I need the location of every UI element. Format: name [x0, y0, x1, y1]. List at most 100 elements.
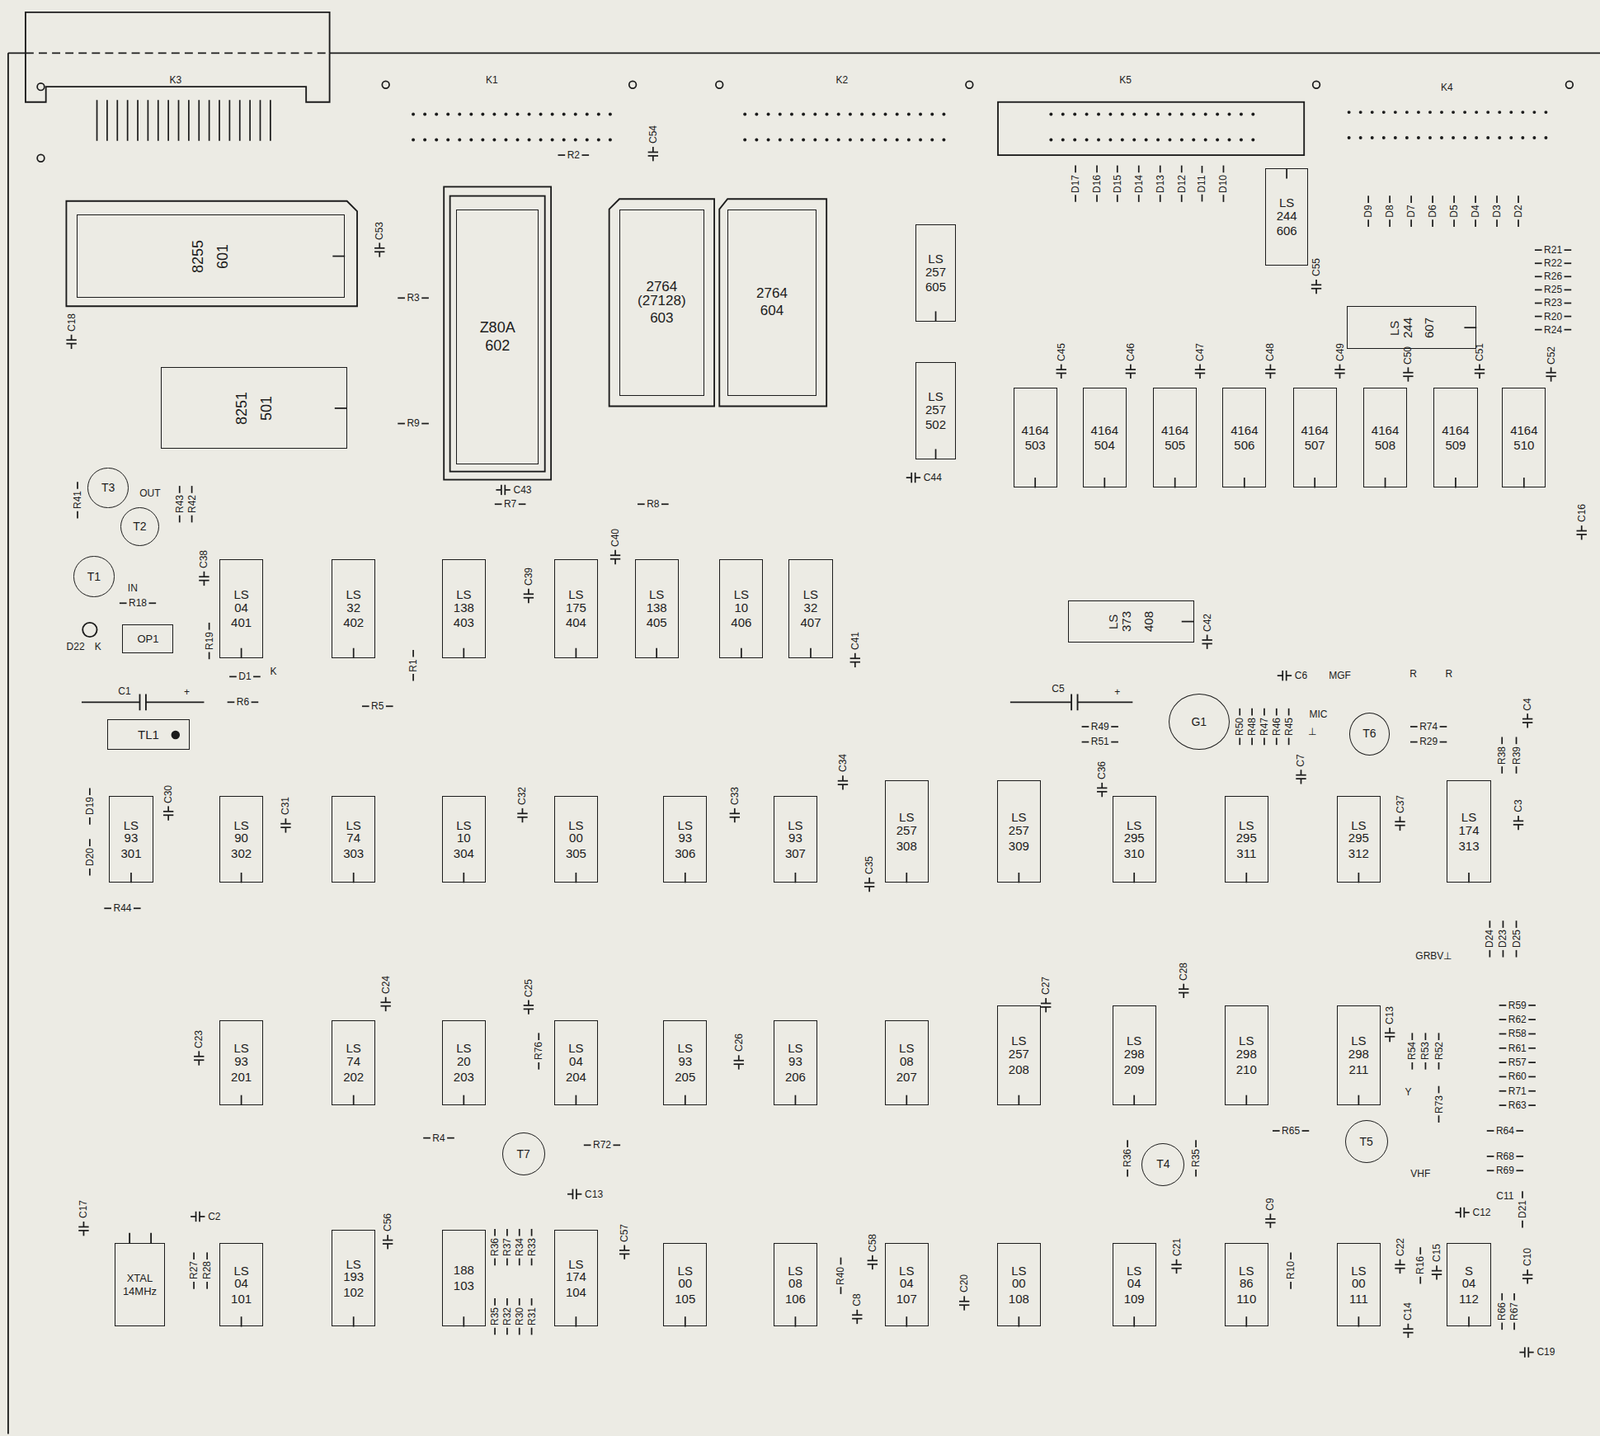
resistor-lead — [1425, 1032, 1427, 1040]
part-type: LS 373 — [1106, 611, 1134, 632]
pin1-notch — [795, 1095, 797, 1106]
pad-dot — [411, 112, 415, 117]
resistor-lead — [1499, 1104, 1507, 1106]
resistor-lead — [1564, 329, 1572, 331]
part-label: R76 — [533, 1041, 544, 1060]
capacitor-symbol — [522, 808, 524, 814]
part-type: LS 04 — [898, 1264, 914, 1291]
resistor-lead — [227, 701, 236, 703]
transistor-outline: T4 — [1141, 1143, 1185, 1186]
part-number: 408 — [1142, 611, 1156, 632]
resistor-lead — [1534, 275, 1543, 278]
part-label: K1 — [485, 75, 499, 85]
part-type: LS 93 — [677, 818, 693, 846]
pin1-notch — [795, 872, 797, 883]
pin1-notch — [905, 872, 908, 883]
capacitor-symbol — [527, 597, 530, 603]
resistor-lead — [1521, 1220, 1524, 1229]
pad-dot — [1416, 110, 1421, 114]
resistor-lead — [1528, 1033, 1536, 1036]
part-label: R47 — [1259, 717, 1270, 736]
resistor-lead — [1419, 1276, 1422, 1285]
resistor-lead — [1502, 920, 1505, 928]
mounting-hole — [965, 80, 974, 89]
pin1-notch — [1018, 872, 1021, 883]
resistor-lead — [1499, 1047, 1507, 1050]
capacitor-symbol — [1269, 373, 1271, 379]
part-label: R33 — [527, 1237, 537, 1257]
capacitor-symbol — [1474, 368, 1485, 371]
capacitor-symbol — [1454, 1211, 1460, 1214]
part-label: C6 — [1294, 670, 1308, 681]
capacitor-symbol — [198, 575, 209, 578]
part-label: R39 — [1511, 746, 1522, 765]
part-label: R23 — [1543, 297, 1563, 308]
resistor-lead — [103, 907, 112, 909]
resistor-lead — [531, 1298, 533, 1306]
resistor-lead — [208, 622, 211, 631]
capacitor-symbol — [1399, 816, 1402, 822]
part-type: LS 90 — [233, 818, 249, 846]
ic-package: 4164503 — [1013, 387, 1058, 488]
capacitor-symbol — [915, 476, 921, 479]
pin1-notch — [1358, 1316, 1360, 1327]
part-number: 103 — [453, 1279, 475, 1293]
resistor-lead — [1528, 1047, 1536, 1050]
resistor-lead — [581, 154, 589, 156]
part-type: LS 175 — [565, 588, 587, 615]
pad-dot — [801, 138, 805, 142]
capacitor-symbol — [1199, 373, 1201, 379]
part-label: R62 — [1508, 1014, 1527, 1025]
part-number: 401 — [230, 616, 252, 630]
pad-dot — [1085, 112, 1089, 117]
capacitor-symbol — [523, 592, 534, 595]
pad-dot — [469, 112, 473, 117]
capacitor-symbol — [495, 489, 501, 491]
capacitor-symbol — [1176, 1268, 1178, 1274]
part-number: 312 — [1348, 847, 1370, 861]
resistor-lead — [1138, 165, 1140, 174]
capacitor-symbol — [1517, 824, 1520, 830]
part-type: LS 04 — [1126, 1264, 1142, 1291]
ic-package: LS 20203 — [442, 1020, 486, 1106]
pad-dot — [1144, 112, 1149, 117]
resistor-lead — [178, 515, 181, 523]
capacitor-symbol — [1581, 534, 1583, 540]
part-label: K2 — [835, 75, 848, 85]
part-number: 307 — [785, 847, 806, 861]
pin1-notch — [575, 648, 578, 659]
pad-dot — [480, 112, 485, 117]
part-label: C23 — [193, 1029, 204, 1048]
capacitor-symbol — [868, 877, 871, 883]
ic-package: LS 93201 — [219, 1020, 264, 1106]
resistor-lead — [583, 1143, 592, 1146]
pad-dot — [884, 112, 888, 117]
part-label: Y — [1404, 1087, 1412, 1097]
resistor-lead — [1534, 249, 1543, 251]
pad-dot — [778, 138, 782, 142]
ic-package: LS 244606 — [1265, 168, 1309, 266]
ic-package: LS 295310 — [1112, 795, 1157, 883]
pad-dot — [597, 138, 601, 142]
resistor-lead — [637, 503, 645, 505]
resistor-lead — [1474, 219, 1477, 227]
part-label: C18 — [66, 313, 77, 332]
capacitor-symbol — [963, 1304, 965, 1310]
part-type: OP1 — [136, 633, 159, 645]
part-label: K5 — [1119, 75, 1132, 85]
pad-dot — [550, 112, 555, 117]
capacitor-symbol — [1402, 371, 1413, 374]
pin1-notch — [1133, 1095, 1135, 1106]
capacitor-symbol — [1300, 769, 1303, 775]
resistor-lead — [423, 1137, 431, 1139]
part-label: C25 — [523, 978, 534, 998]
part-type: LS 257 — [925, 390, 946, 417]
resistor-lead — [1453, 219, 1455, 227]
resistor-lead — [661, 503, 669, 505]
resistor-lead — [531, 1258, 533, 1266]
capacitor-symbol — [1550, 367, 1553, 372]
pad-dot — [597, 112, 601, 117]
part-type: LS 295 — [1236, 818, 1257, 846]
part-label: C40 — [610, 528, 621, 547]
pad-dot — [1520, 110, 1525, 114]
